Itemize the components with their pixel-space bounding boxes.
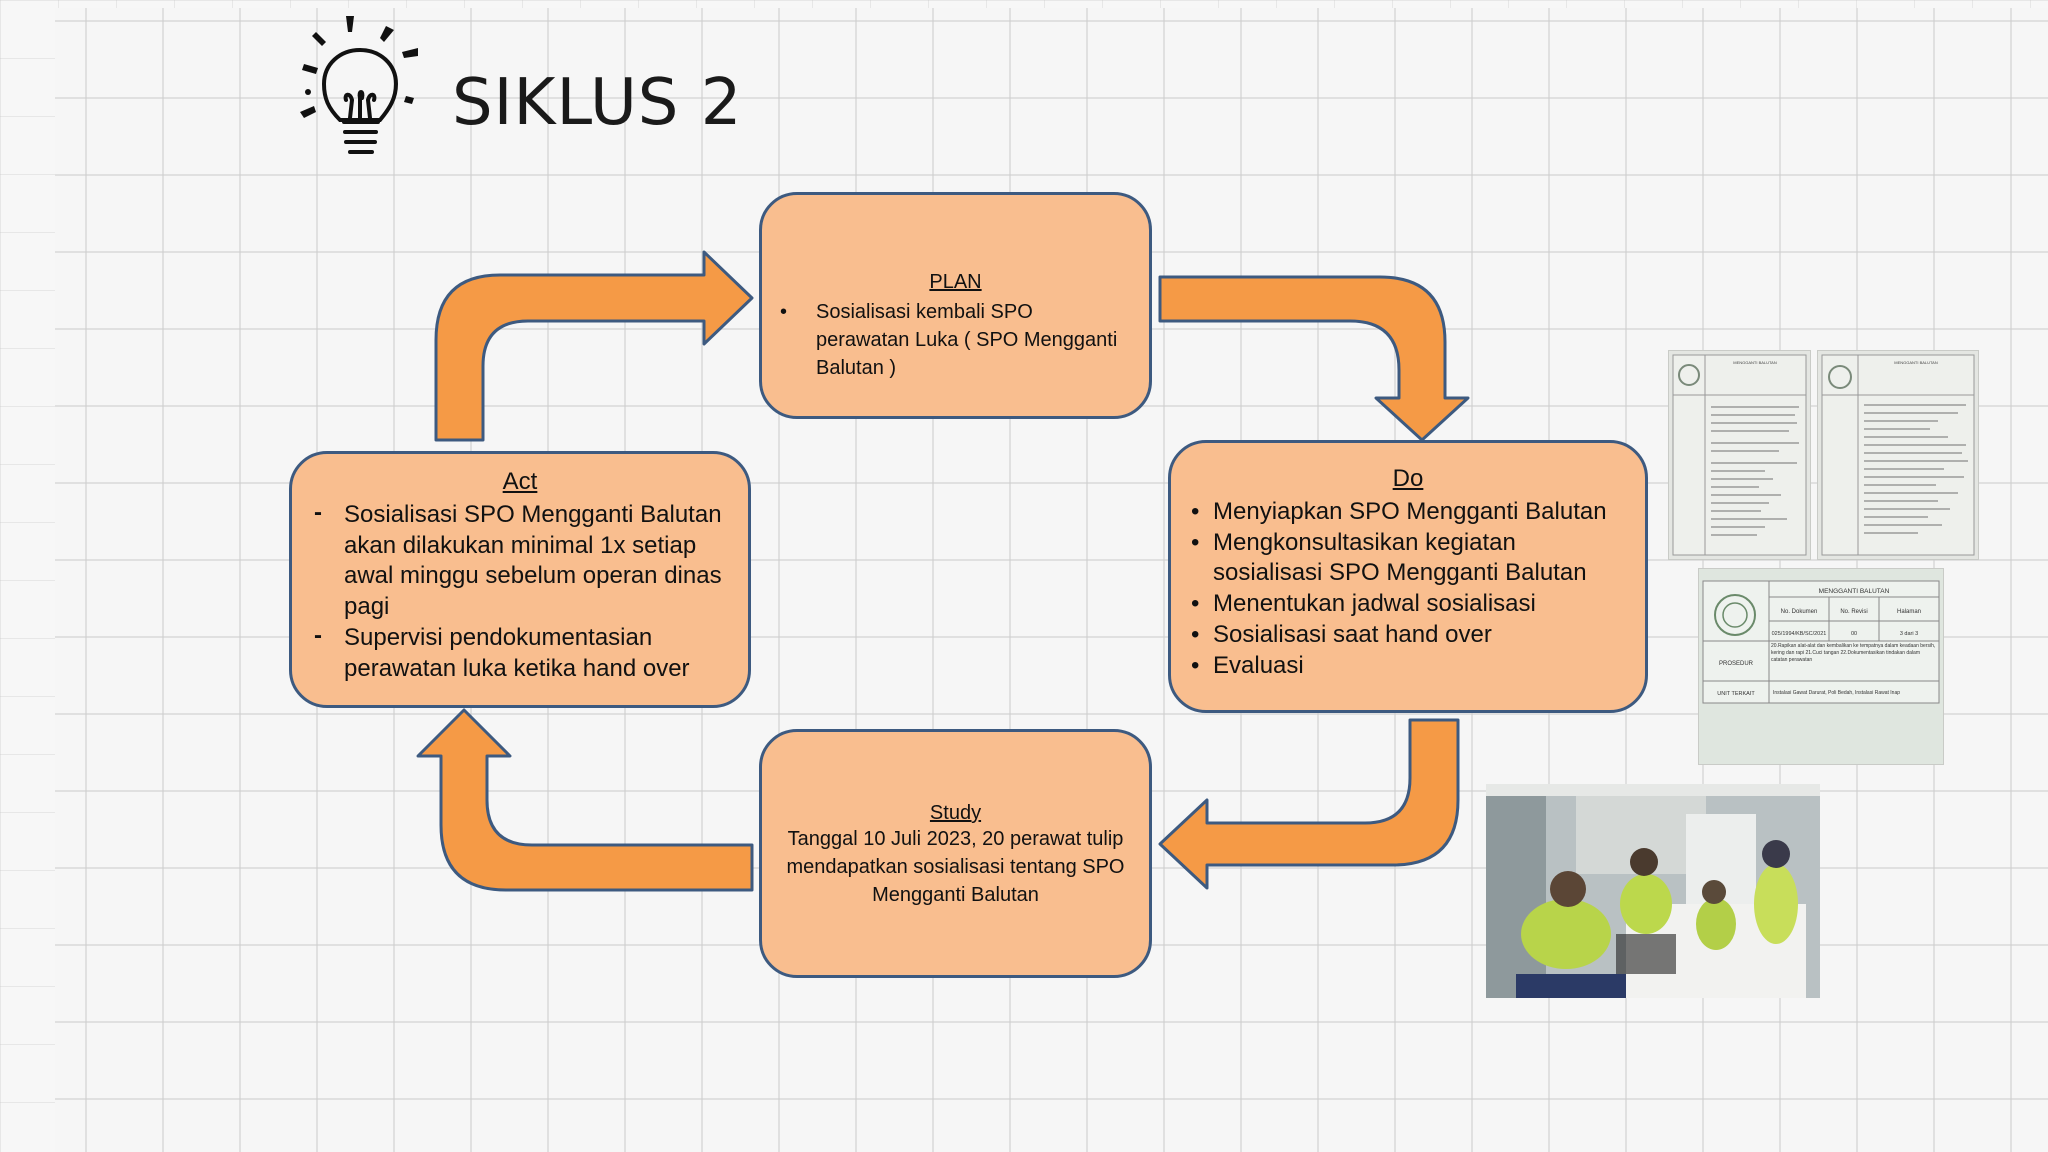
act-item: Sosialisasi SPO Mengganti Balutan akan d… — [312, 498, 728, 623]
doc3-unit-text: Instalasi Gawat Darurat, Poli Bedah, Ins… — [1773, 690, 1900, 696]
doc3-prosedur-text: 20.Rapikan alat-alat dan kembalikan ke t… — [1771, 643, 1936, 663]
slide-title: SIKLUS 2 — [452, 66, 743, 140]
arrow-act-to-plan — [434, 250, 754, 442]
act-list: Sosialisasi SPO Mengganti Balutan akan d… — [312, 498, 728, 684]
doc3-col-halaman: Halaman — [1897, 609, 1921, 615]
study-text: Tanggal 10 Juli 2023, 20 perawat tulip m… — [786, 828, 1125, 906]
study-box: Study Tanggal 10 Juli 2023, 20 perawat t… — [759, 729, 1152, 978]
doc3-header: MENGGANTI BALUTAN — [1819, 588, 1890, 595]
lightbulb-icon — [300, 16, 418, 154]
do-item: Evaluasi — [1191, 651, 1625, 682]
arrow-do-to-study — [1158, 718, 1460, 890]
do-box: Do Menyiapkan SPO Mengganti Balutan Meng… — [1168, 440, 1648, 713]
plan-list: Sosialisasi kembali SPO perawatan Luka (… — [780, 298, 1131, 382]
doc3-halaman: 3 dari 3 — [1900, 631, 1918, 637]
plan-item: Sosialisasi kembali SPO perawatan Luka (… — [780, 298, 1131, 382]
plan-heading: PLAN — [929, 271, 982, 293]
doc3-prosedur-label: PROSEDUR — [1719, 661, 1754, 667]
do-item: Menyiapkan SPO Mengganti Balutan — [1191, 497, 1625, 528]
act-heading: Act — [502, 468, 538, 495]
doc3-unit-label: UNIT TERKAIT — [1717, 691, 1755, 697]
act-box: Act Sosialisasi SPO Mengganti Balutan ak… — [289, 451, 751, 708]
document-image-sop-page-2: MENGGANTI BALUTAN — [1817, 350, 1979, 560]
do-heading: Do — [1392, 465, 1424, 492]
document-scan-3: MENGGANTI BALUTAN No. Dokumen No. Revisi… — [1702, 580, 1940, 704]
photo-socialization-session — [1486, 784, 1820, 998]
doc3-no-revisi: 00 — [1851, 631, 1857, 637]
act-item: Supervisi pendokumentasian perawatan luk… — [312, 621, 728, 684]
arrow-study-to-act — [416, 708, 754, 892]
doc3-col-no-dokumen: No. Dokumen — [1781, 609, 1818, 615]
plan-box: PLAN Sosialisasi kembali SPO perawatan L… — [759, 192, 1152, 419]
document-image-sop-page-3: MENGGANTI BALUTAN No. Dokumen No. Revisi… — [1698, 568, 1944, 765]
photo-scene — [1486, 784, 1820, 998]
doc1-header: MENGGANTI BALUTAN — [1733, 360, 1777, 365]
do-list: Menyiapkan SPO Mengganti Balutan Mengkon… — [1191, 497, 1625, 681]
doc3-no-dokumen: 025/1994/KB/SC/2021 — [1772, 631, 1827, 637]
arrow-plan-to-do — [1158, 275, 1470, 442]
document-scan-1: MENGGANTI BALUTAN — [1672, 354, 1807, 556]
doc3-col-no-revisi: No. Revisi — [1840, 609, 1867, 615]
study-heading: Study — [929, 802, 982, 824]
document-image-sop-page-1: MENGGANTI BALUTAN — [1668, 350, 1811, 560]
do-item: Sosialisasi saat hand over — [1191, 620, 1625, 651]
document-scan-2: MENGGANTI BALUTAN — [1821, 354, 1975, 556]
do-item: Mengkonsultasikan kegiatan sosialisasi S… — [1191, 528, 1625, 589]
do-item: Menentukan jadwal sosialisasi — [1191, 589, 1625, 620]
doc2-header: MENGGANTI BALUTAN — [1894, 360, 1938, 365]
